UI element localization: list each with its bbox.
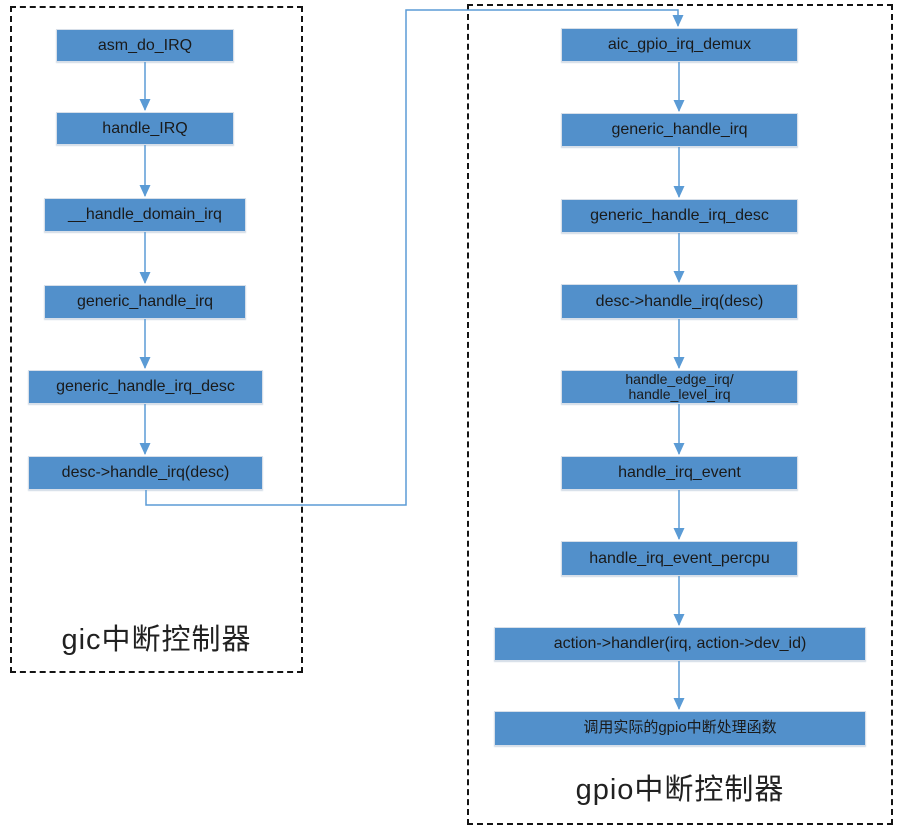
gpio-group-label: gpio中断控制器 [575,774,785,806]
node-desc-handle-irq-gpio: desc->handle_irq(desc) [561,284,798,319]
node-handle-irq-event: handle_irq_event [561,456,798,490]
gic-group-label: gic中断控制器 [61,624,252,656]
node-generic-handle-irq-desc-gic: generic_handle_irq_desc [28,370,263,404]
node-asm-do-irq: asm_do_IRQ [56,29,234,62]
node-generic-handle-irq-gpio: generic_handle_irq [561,113,798,147]
node-generic-handle-irq-gic: generic_handle_irq [44,285,246,319]
node-call-gpio-handler: 调用实际的gpio中断处理函数 [494,711,866,746]
node-handle-irq-event-percpu: handle_irq_event_percpu [561,541,798,576]
node-handle-domain-irq: __handle_domain_irq [44,198,246,232]
node-handle-edge-level-irq: handle_edge_irq/ handle_level_irq [561,370,798,404]
node-generic-handle-irq-desc-gpio: generic_handle_irq_desc [561,199,798,233]
node-aic-gpio-irq-demux: aic_gpio_irq_demux [561,28,798,62]
node-desc-handle-irq-gic: desc->handle_irq(desc) [28,456,263,490]
gic-group-frame [10,6,303,673]
node-handle-irq: handle_IRQ [56,112,234,145]
node-action-handler: action->handler(irq, action->dev_id) [494,627,866,661]
